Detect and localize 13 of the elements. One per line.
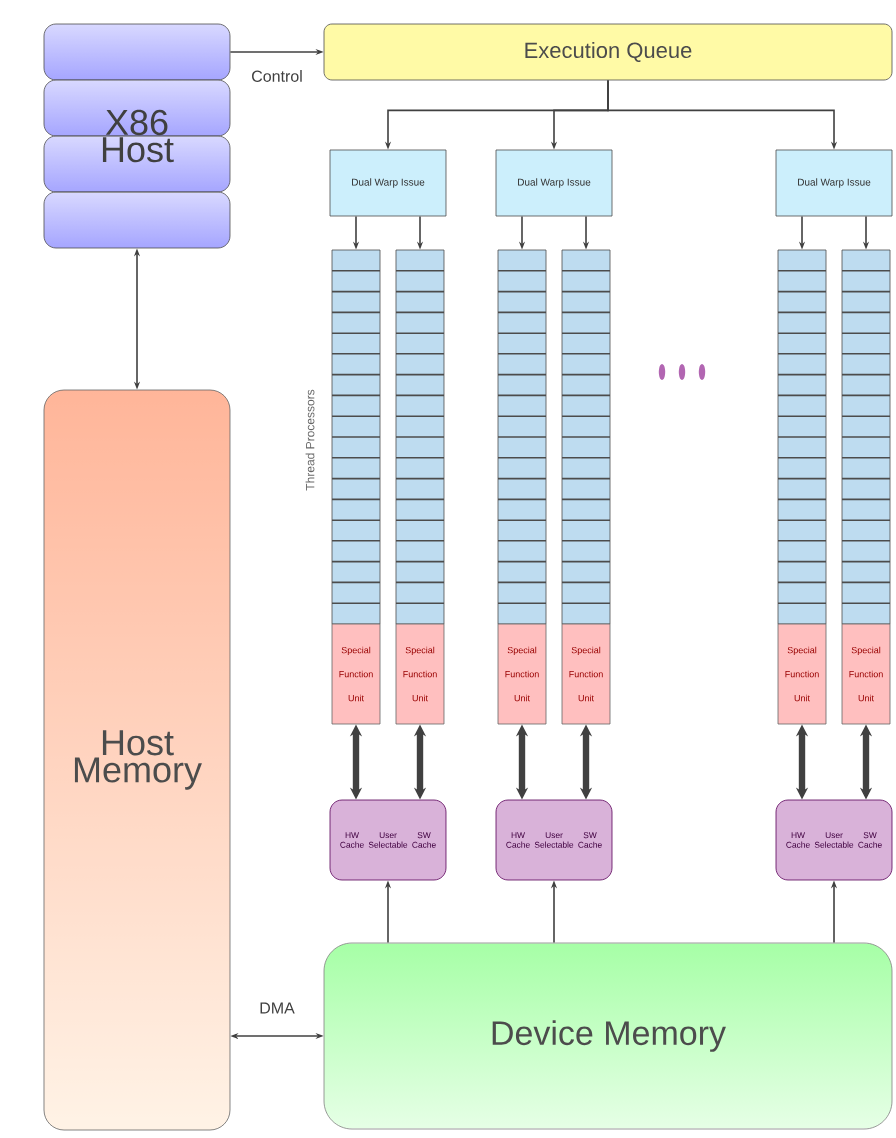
host-box: X86 Host — [43, 23, 231, 249]
thread-processor-column — [841, 249, 891, 625]
edge-label: Control — [249, 68, 305, 84]
memory-box: Host Memory — [43, 389, 231, 1131]
queue-bar: Execution Queue — [323, 23, 893, 81]
node-label: X86 Host — [102, 109, 174, 163]
thread-processor-column — [331, 249, 381, 625]
memory-box: Device Memory — [323, 942, 893, 1130]
thread-processor-column — [561, 249, 611, 625]
thread-processor-column — [777, 249, 827, 625]
thread-processor-column — [497, 249, 547, 625]
thread-processor-column — [395, 249, 445, 625]
edge-label: DMA — [257, 1000, 297, 1016]
